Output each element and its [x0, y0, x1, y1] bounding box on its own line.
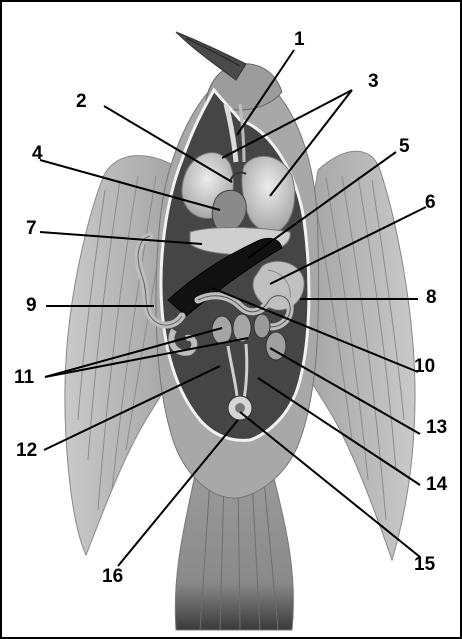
label-7: 7 — [26, 219, 37, 238]
label-1: 1 — [294, 30, 305, 49]
label-16: 16 — [102, 567, 123, 586]
label-3: 3 — [368, 72, 379, 91]
label-12: 12 — [16, 441, 37, 460]
label-2: 2 — [76, 92, 87, 111]
label-13: 13 — [426, 418, 447, 437]
label-9: 9 — [26, 296, 37, 315]
kidney-right — [233, 314, 251, 342]
label-5: 5 — [399, 137, 410, 156]
label-8: 8 — [426, 288, 437, 307]
label-15: 15 — [414, 555, 435, 574]
label-11: 11 — [14, 368, 34, 387]
label-14: 14 — [426, 475, 447, 494]
label-10: 10 — [414, 357, 435, 376]
label-6: 6 — [425, 193, 436, 212]
label-4: 4 — [32, 144, 43, 163]
